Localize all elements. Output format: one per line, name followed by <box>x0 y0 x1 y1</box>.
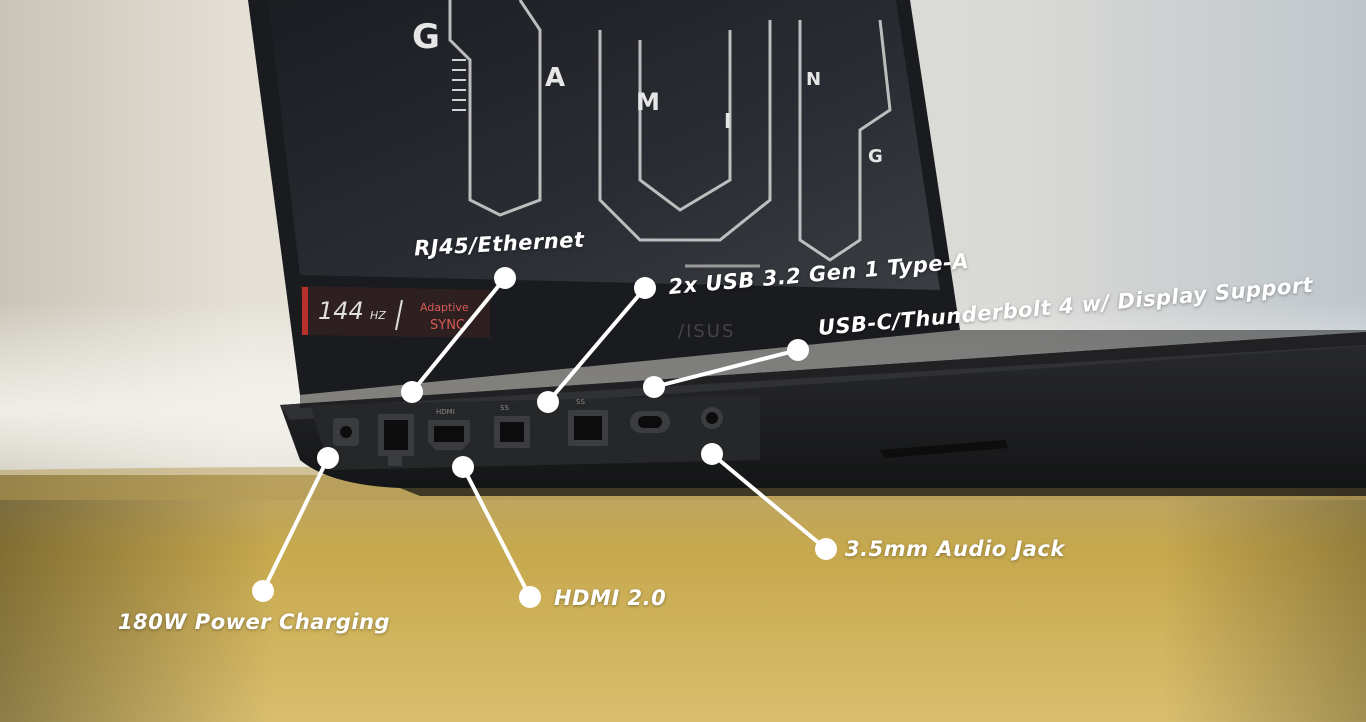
audio-leader-line <box>710 452 828 551</box>
usb-c-port-dot <box>643 376 665 398</box>
usb-c-leader-line <box>652 348 800 389</box>
rj45-leader-line <box>410 276 507 394</box>
rj45-port-dot <box>401 381 423 403</box>
hdmi-port-dot <box>452 456 474 478</box>
screen-letter-a: A <box>545 63 565 93</box>
usb-c-port <box>630 411 670 433</box>
ethernet-port <box>378 414 414 466</box>
power-leader-line <box>261 456 330 593</box>
usb-a-callout-dot <box>634 277 656 299</box>
badge-sync: SYNC <box>430 318 465 333</box>
power-label: 180W Power Charging <box>118 610 391 634</box>
screen-letter-g: G <box>412 17 440 57</box>
screen-letter-n: N <box>806 69 821 90</box>
refresh-rate-badge: 144 HZ Adaptive SYNC <box>300 286 490 338</box>
badge-adaptive: Adaptive <box>420 301 469 314</box>
audio-port-dot <box>701 443 723 465</box>
usb-c-callout-dot <box>787 339 809 361</box>
screen-letter-m: M <box>636 88 660 116</box>
badge-refresh-number: 144 <box>318 297 364 325</box>
audio-jack <box>701 407 723 429</box>
usb-a-port-dot <box>537 391 559 413</box>
usb-a-port-2-label: SS <box>576 398 585 406</box>
rj45-callout-dot <box>494 267 516 289</box>
badge-refresh-unit: HZ <box>370 309 386 322</box>
audio-callout-dot <box>815 538 837 560</box>
audio-label: 3.5mm Audio Jack <box>845 537 1065 561</box>
hdmi-callout-dot <box>519 586 541 608</box>
usb-a-port-1-label: SS <box>500 404 509 412</box>
screen-letter-i: I <box>724 109 731 133</box>
screen-letter-g2: G <box>868 146 883 167</box>
usb-a-leader-line <box>546 286 647 404</box>
power-port-dot <box>317 447 339 469</box>
power-callout-dot <box>252 580 274 602</box>
hdmi-label: HDMI 2.0 <box>554 586 667 610</box>
hdmi-port-label: HDMI <box>436 408 455 416</box>
usb-a-port-1: SS <box>494 404 530 448</box>
hdmi-port: HDMI <box>428 408 470 450</box>
hdmi-leader-line <box>461 465 532 599</box>
power-port <box>333 418 359 446</box>
usb-a-port-2: SS <box>568 398 608 446</box>
bezel-logo: /ISUS <box>678 321 735 342</box>
